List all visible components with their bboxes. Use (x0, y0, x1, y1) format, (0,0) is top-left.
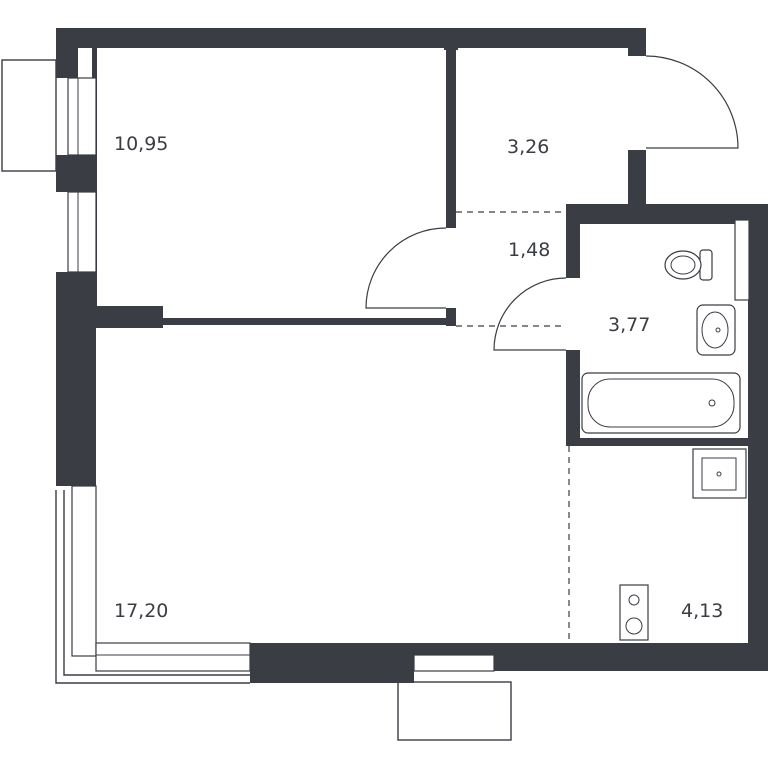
room-area-label: 4,13 (681, 600, 723, 622)
zone-lines (456, 211, 570, 643)
toilet-icon (664, 249, 713, 281)
stove-icon (619, 584, 649, 641)
balcony-bottom (397, 681, 512, 741)
doors (365, 55, 739, 351)
kitchen-sink-icon (692, 448, 747, 499)
loggia-frame (55, 490, 250, 684)
room-area-label: 17,20 (114, 600, 168, 622)
room-area-label: 10,95 (114, 133, 168, 155)
bathtub-icon (581, 372, 741, 434)
windows (67, 77, 750, 672)
balcony-left (1, 59, 57, 172)
room-area-label: 3,77 (608, 314, 650, 336)
walls (56, 28, 768, 683)
room-area-label: 1,48 (508, 239, 550, 261)
room-area-label: 3,26 (507, 136, 549, 158)
sink-icon (696, 304, 736, 356)
